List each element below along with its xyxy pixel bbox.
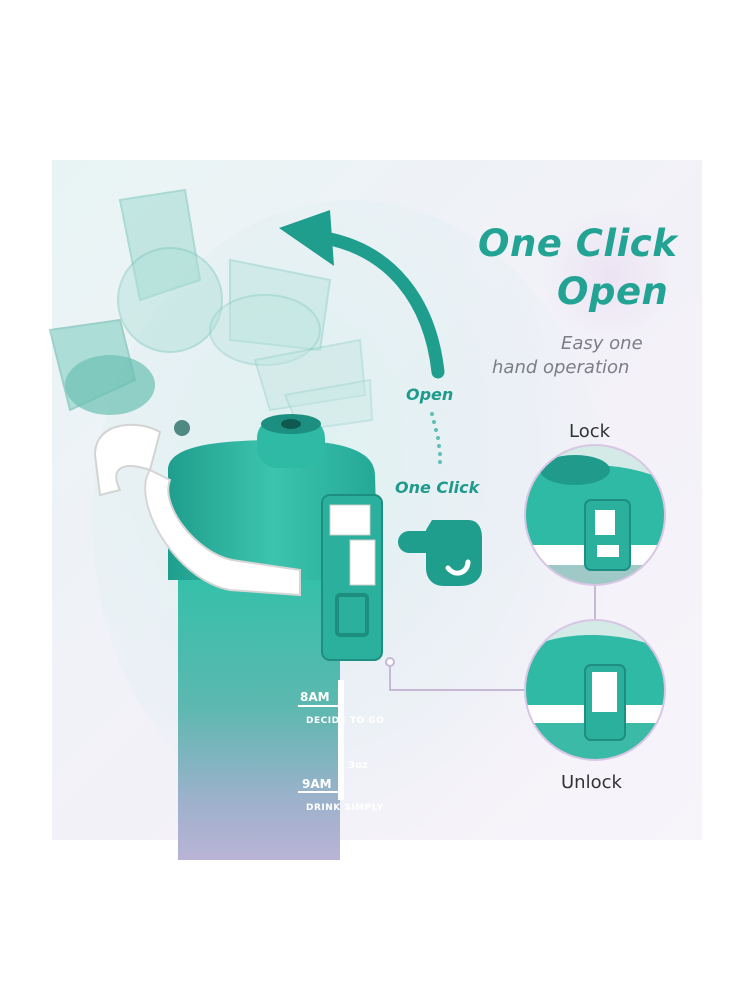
open-label: Open bbox=[406, 385, 454, 404]
unlock-detail-circle bbox=[524, 619, 666, 761]
lock-label: Lock bbox=[569, 421, 611, 442]
one-click-label: One Click bbox=[395, 478, 480, 497]
bottle-markings bbox=[298, 680, 344, 800]
subheadline-line-2: hand operation bbox=[492, 357, 630, 378]
curved-arrow-icon bbox=[279, 210, 445, 379]
bottle-time-1: 8AM bbox=[300, 690, 330, 704]
bottle-motto-1: DECIDE TO GO bbox=[306, 716, 385, 726]
pointing-hand-icon bbox=[398, 520, 482, 586]
bottle-motto-2: DRINK SIMPLY bbox=[306, 803, 384, 813]
water-bottle bbox=[93, 414, 383, 860]
subheadline-line-1: Easy one bbox=[561, 333, 643, 354]
lock-detail-circle bbox=[524, 444, 666, 586]
unlock-label: Unlock bbox=[561, 772, 622, 793]
bottle-oz-mark: 3oz bbox=[348, 760, 368, 771]
bottle-time-2: 9AM bbox=[302, 777, 332, 791]
headline-line-1: One Click bbox=[478, 222, 678, 265]
connector-lines bbox=[385, 585, 596, 691]
dotted-connector bbox=[430, 412, 442, 464]
headline-line-2: Open bbox=[557, 270, 669, 313]
headline-glow bbox=[540, 205, 680, 345]
